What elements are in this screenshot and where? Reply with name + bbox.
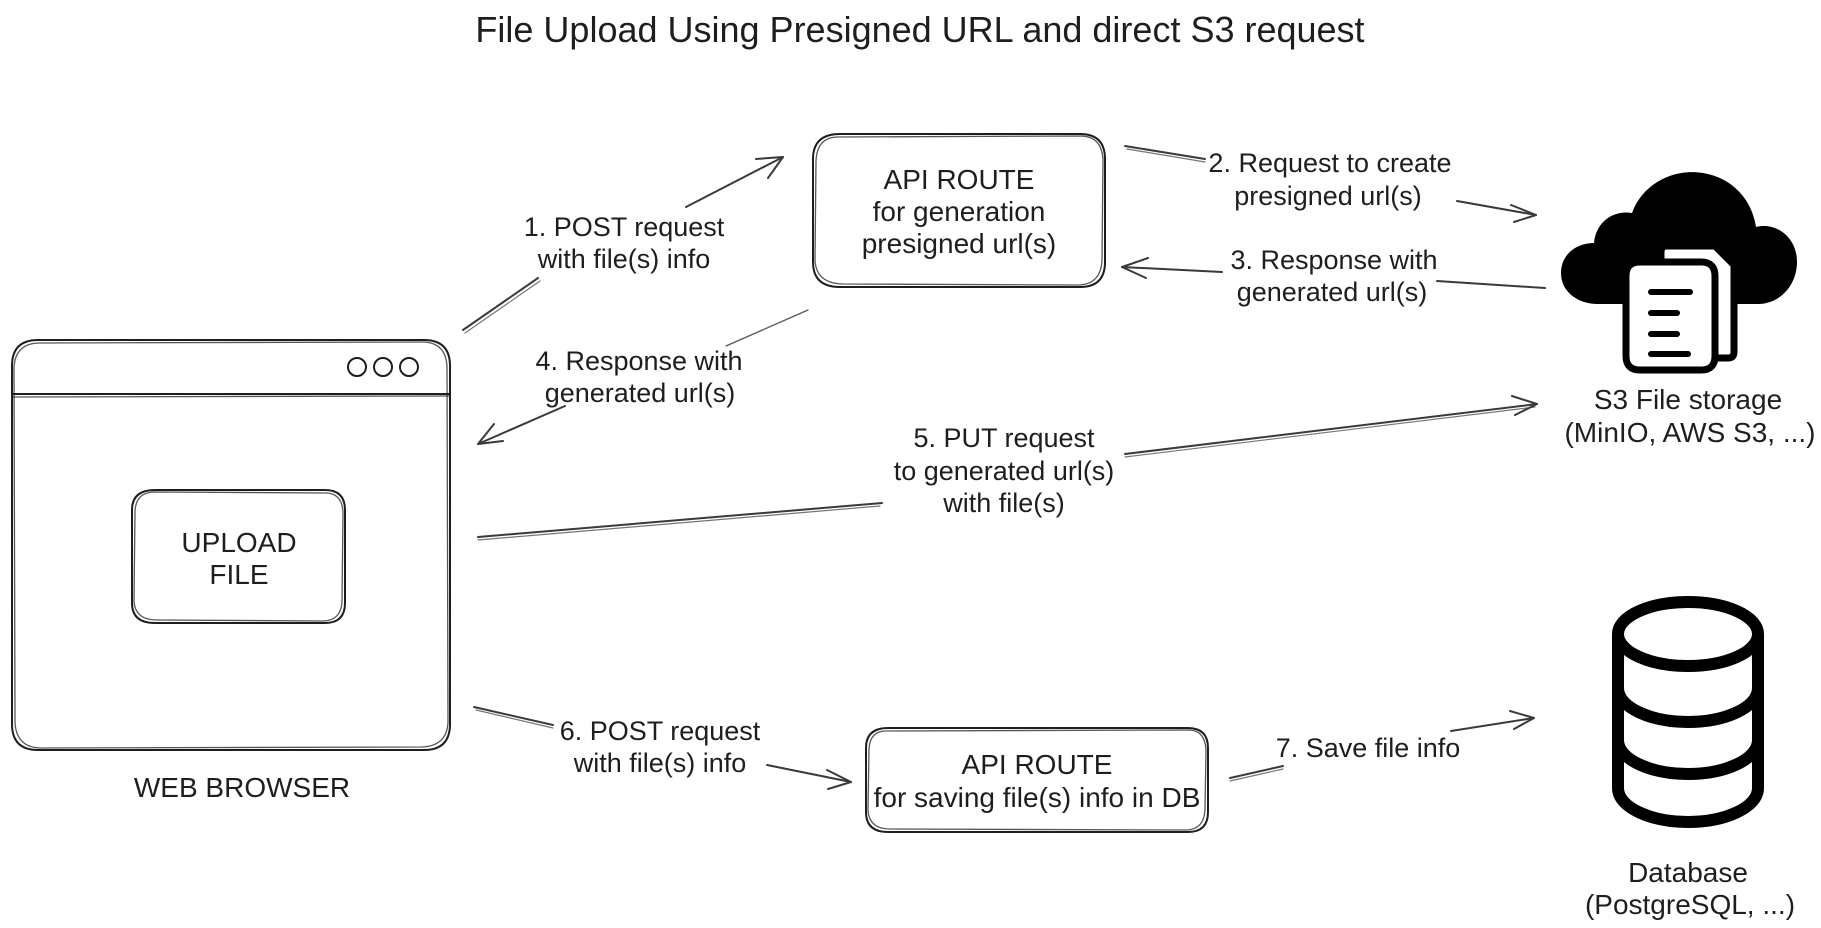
diagram-title: File Upload Using Presigned URL and dire… <box>475 9 1364 50</box>
edge-label-step-3: 3. Response with generated url(s) <box>1230 245 1437 307</box>
svg-text:generated url(s): generated url(s) <box>545 378 736 408</box>
database-label-line2: (PostgreSQL, ...) <box>1585 889 1795 920</box>
arrow-step-5 <box>477 395 1538 541</box>
api-save-line1: API ROUTE <box>962 749 1113 780</box>
arrow-step-7 <box>1229 710 1535 782</box>
api-generate-line1: API ROUTE <box>884 164 1035 195</box>
edge-label-step-4: 4. Response with generated url(s) <box>535 346 742 408</box>
api-generate-line3: presigned url(s) <box>862 228 1057 259</box>
database-icon <box>1612 596 1764 828</box>
browser-window: WEB BROWSER <box>11 339 451 803</box>
s3-label-line1: S3 File storage <box>1594 384 1782 415</box>
svg-text:4. Response with: 4. Response with <box>535 346 742 376</box>
api-route-generate-box: API ROUTE for generation presigned url(s… <box>812 133 1106 288</box>
upload-file-label-line1: UPLOAD <box>181 527 296 558</box>
svg-text:2. Request to create: 2. Request to create <box>1208 148 1451 178</box>
upload-file-button[interactable]: UPLOAD FILE <box>131 489 346 624</box>
svg-text:6. POST request: 6. POST request <box>560 716 761 746</box>
edge-label-step-2: 2. Request to create presigned url(s) <box>1208 148 1451 211</box>
arrow-step-6 <box>473 706 852 790</box>
browser-label: WEB BROWSER <box>134 772 350 803</box>
svg-text:with file(s) info: with file(s) info <box>573 748 747 778</box>
svg-text:with file(s): with file(s) <box>942 488 1065 518</box>
svg-text:with file(s) info: with file(s) info <box>537 244 711 274</box>
edge-label-step-6: 6. POST request with file(s) info <box>560 716 761 778</box>
svg-text:7. Save file info: 7. Save file info <box>1276 733 1461 763</box>
svg-text:to generated url(s): to generated url(s) <box>894 456 1115 486</box>
arrow-step-3 <box>1121 257 1546 289</box>
svg-text:5. PUT request: 5. PUT request <box>913 423 1095 453</box>
edge-label-step-7: 7. Save file info <box>1276 733 1461 763</box>
s3-label-line2: (MinIO, AWS S3, ...) <box>1564 417 1815 448</box>
edge-label-step-5: 5. PUT request to generated url(s) with … <box>894 423 1115 518</box>
upload-file-label-line2: FILE <box>209 559 268 590</box>
arrow-step-2 <box>1124 145 1537 223</box>
api-save-line2: for saving file(s) info in DB <box>874 782 1201 813</box>
database-label-line1: Database <box>1628 857 1748 888</box>
api-route-save-box: API ROUTE for saving file(s) info in DB <box>865 727 1209 833</box>
api-generate-line2: for generation <box>873 196 1046 227</box>
arrow-step-1 <box>462 156 784 334</box>
svg-text:generated url(s): generated url(s) <box>1237 277 1428 307</box>
edge-label-step-1: 1. POST request with file(s) info <box>524 212 725 274</box>
arrow-step-4 <box>477 309 809 445</box>
window-controls-icon <box>347 357 419 377</box>
svg-text:1. POST request: 1. POST request <box>524 212 725 242</box>
cloud-file-icon <box>1561 172 1797 374</box>
svg-text:presigned url(s): presigned url(s) <box>1234 181 1422 211</box>
svg-text:3. Response with: 3. Response with <box>1230 245 1437 275</box>
